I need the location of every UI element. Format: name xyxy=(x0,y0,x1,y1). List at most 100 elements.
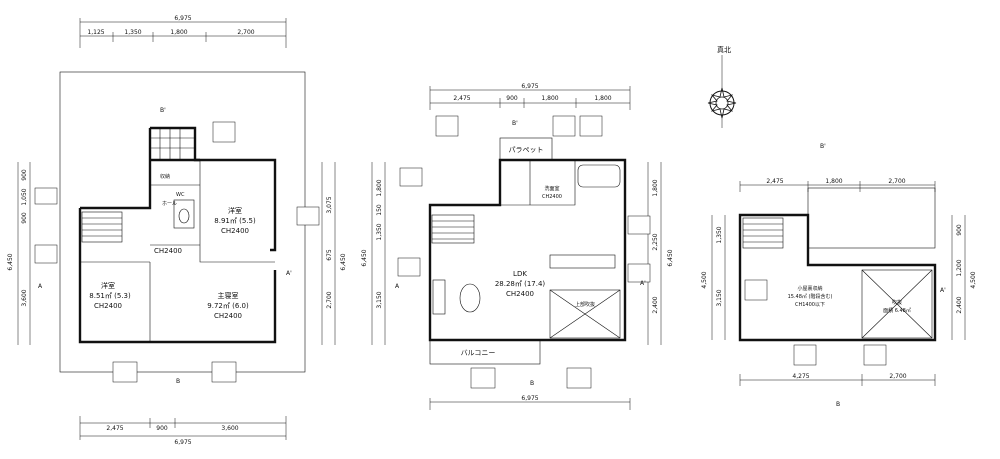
plan1-bottom-dim: 2,475 xyxy=(106,425,123,432)
window-tag xyxy=(627,215,651,235)
stair xyxy=(742,217,784,249)
room-area: 28.28㎡ (17.4) xyxy=(495,280,546,288)
plan2-right-dim: 2,400 xyxy=(652,296,659,313)
plan1-bottom-total-dim: 6,975 xyxy=(174,439,191,446)
void-area-label: 面積 6.48㎡ xyxy=(883,307,911,314)
room-ch: CH2400 xyxy=(506,290,534,298)
window-tag xyxy=(397,257,421,277)
room-name: LDK xyxy=(513,270,527,278)
void-label: 吹抜 xyxy=(892,299,902,306)
plan-1: 6,975 1,125 1,350 1,800 2,700 6,450 900 … xyxy=(7,15,347,446)
plan3-left-dim: 3,150 xyxy=(716,289,723,306)
room-ch: CH2400 xyxy=(542,194,562,200)
plan2-right-total-dim: 6,450 xyxy=(667,249,674,266)
plan1-left-total-dim: 6,450 xyxy=(7,253,14,270)
window-tag xyxy=(399,167,423,187)
plan1-left-dim: 3,600 xyxy=(21,289,28,306)
window-tag xyxy=(566,367,592,389)
section-mark: A xyxy=(395,283,400,290)
plan1-bottom-dim: 900 xyxy=(156,425,168,432)
sofa xyxy=(432,279,446,315)
balcony xyxy=(429,339,541,365)
room-name: 洗面室 xyxy=(544,185,559,192)
plan2-left-dim: 1,800 xyxy=(376,179,383,196)
plan2-top-dim: 900 xyxy=(506,95,518,102)
plan3-right-dim: 900 xyxy=(956,224,963,236)
room-ch: CH2400 xyxy=(214,312,242,320)
dining-table xyxy=(459,283,481,313)
void-label: 上部吹抜 xyxy=(575,301,595,308)
plan3-top-dim: 2,475 xyxy=(766,178,783,185)
plan1-top-dim: 2,700 xyxy=(237,29,254,36)
plan3-bottom-dim: 2,700 xyxy=(889,373,906,380)
section-mark: B' xyxy=(820,143,826,150)
window-tag xyxy=(744,279,768,301)
plan3-left-total-dim: 4,500 xyxy=(701,271,708,288)
room-ch: CH2400 xyxy=(221,227,249,235)
plan3-right-total-dim: 4,500 xyxy=(970,271,977,288)
window-tag xyxy=(863,344,887,366)
stair xyxy=(81,211,123,243)
plan2-left-dim: 150 xyxy=(376,204,383,216)
window-tag xyxy=(212,121,236,143)
plan3-top-dim: 2,700 xyxy=(888,178,905,185)
plan2-top-dim: 1,800 xyxy=(541,95,558,102)
wc-room xyxy=(173,199,195,229)
room-area: 15.48㎡ (階段含む) xyxy=(788,293,833,300)
room-area: 8.51㎡ (5.3) xyxy=(89,292,131,300)
plan1-top-dim: 1,350 xyxy=(124,29,141,36)
plan-3: 2,475 1,800 2,700 小屋裏収納 15.48㎡ (階段含む) CH… xyxy=(701,143,977,408)
wc-label: WC xyxy=(176,192,185,198)
plan1-right-total-dim: 6,450 xyxy=(340,253,347,270)
room-ch: CH2400 xyxy=(94,302,122,310)
plan1-bottom-dim: 3,600 xyxy=(221,425,238,432)
balcony-label: バルコニー xyxy=(461,349,496,357)
plan1-top-dim: 1,800 xyxy=(170,29,187,36)
plan2-left-dim: 1,350 xyxy=(376,223,383,240)
section-mark: A' xyxy=(286,270,292,277)
kitchen-counter xyxy=(549,254,616,269)
plan2-top-dim: 1,800 xyxy=(594,95,611,102)
window-tag xyxy=(296,206,320,226)
window-tag xyxy=(211,361,237,383)
room-name: 洋室 xyxy=(101,281,115,290)
plan3-right-dim: 2,400 xyxy=(956,296,963,313)
plan1-left-dim: 1,050 xyxy=(21,188,28,205)
toilet-icon xyxy=(178,208,190,224)
plan3-right-dim: 1,200 xyxy=(956,259,963,276)
plan1-left-dim: 900 xyxy=(21,169,28,181)
plan1-top-total-dim: 6,975 xyxy=(174,15,191,22)
section-mark: B xyxy=(176,378,180,385)
parapet-box xyxy=(499,137,553,161)
section-mark: B xyxy=(836,401,840,408)
north-label: 真北 xyxy=(717,45,731,54)
void-area xyxy=(861,269,933,339)
section-mark: A' xyxy=(640,280,646,287)
window-tag xyxy=(34,187,58,205)
plan2-left-total-dim: 6,450 xyxy=(361,249,368,266)
hall-label: ホール xyxy=(162,201,177,207)
hatch-grid xyxy=(149,127,196,161)
plan-2: 6,975 2,475 900 1,800 1,800 6,450 1,800 … xyxy=(361,83,674,410)
window-tag xyxy=(793,344,817,366)
window-tag xyxy=(34,244,58,264)
plan2-right-dim: 1,800 xyxy=(652,179,659,196)
plan2-top-dim: 2,475 xyxy=(453,95,470,102)
window-tag xyxy=(627,263,651,283)
room-area: 8.91㎡ (5.5) xyxy=(214,217,256,225)
plan2-top-total-dim: 6,975 xyxy=(521,83,538,90)
hall-ch: CH2400 xyxy=(154,247,182,255)
room-area: 9.72㎡ (6.0) xyxy=(207,302,249,310)
window-tag xyxy=(435,115,459,137)
plan1-right-dim: 3,075 xyxy=(326,196,333,213)
section-mark: B xyxy=(530,380,534,387)
window-tag xyxy=(470,367,496,389)
plan3-bottom-dim: 4,275 xyxy=(792,373,809,380)
section-mark: A' xyxy=(940,287,946,294)
plan2-right-dim: 2,250 xyxy=(652,233,659,250)
window-tag xyxy=(112,361,138,383)
plan2-bottom-total-dim: 6,975 xyxy=(521,395,538,402)
plan1-top-dim: 1,125 xyxy=(87,29,104,36)
plan1-left-dim: 900 xyxy=(21,212,28,224)
